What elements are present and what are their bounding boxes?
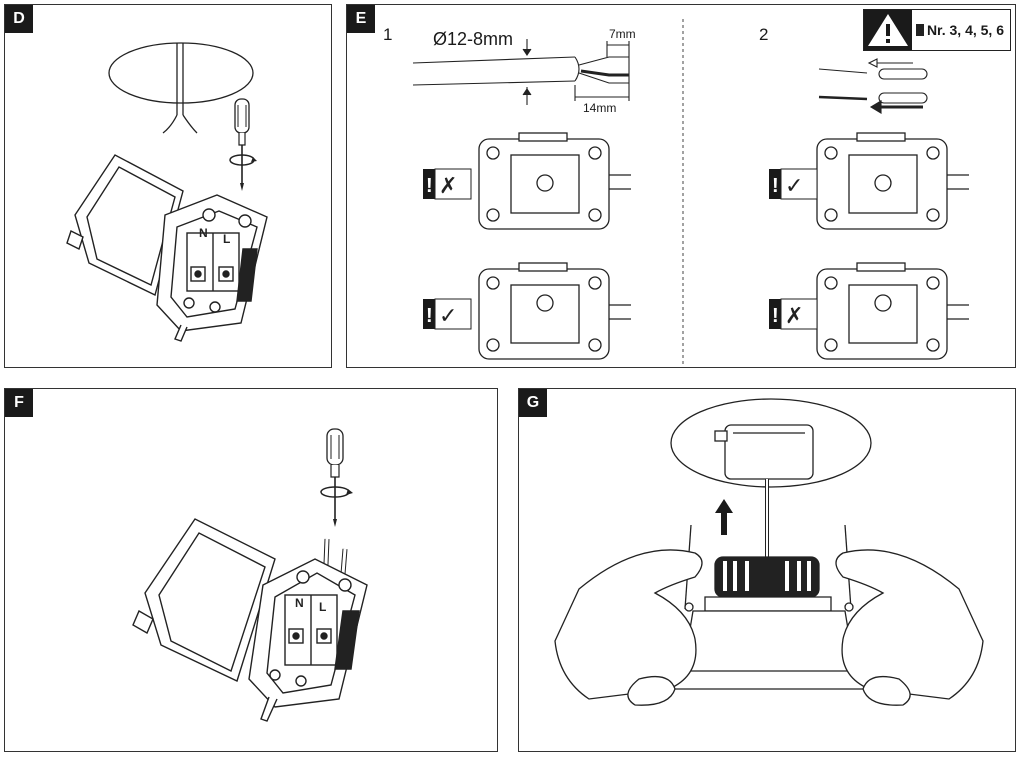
panel-e: E 1 2 Ø12-8mm 7mm 14mm Nr. 3, 4, 5, 6 xyxy=(346,4,1016,368)
strip-length-outer: 14mm xyxy=(583,101,617,115)
terminal-label-n: N xyxy=(295,596,304,610)
mark-wrong-1: ! ✗ xyxy=(423,168,472,200)
panel-d: D xyxy=(4,4,332,368)
panel-d-label: D xyxy=(5,5,33,33)
step-2-number: 2 xyxy=(759,25,769,44)
junction-box xyxy=(132,518,368,722)
panel-d-illustration: N L xyxy=(66,42,268,342)
warning-refs-text: Nr. 3, 4, 5, 6 xyxy=(926,22,1004,38)
led-driver xyxy=(714,424,814,480)
terminal-label-l: L xyxy=(223,232,230,246)
connector-right-2 xyxy=(816,132,969,230)
warning-reference: Nr. 3, 4, 5, 6 xyxy=(862,9,1011,51)
warning-triangle-icon xyxy=(863,10,912,50)
exclaim-2: ! xyxy=(426,305,433,327)
detail-ellipse xyxy=(108,42,254,104)
rotate-arrow-icon xyxy=(229,154,257,166)
cable-diameter-spec: Ø12-8mm xyxy=(433,29,514,49)
terminal-label-n: N xyxy=(199,226,208,240)
panel-e-label: E xyxy=(347,5,375,33)
panel-f-illustration: N L xyxy=(132,428,368,722)
cable xyxy=(176,43,184,115)
cable-wires xyxy=(162,114,198,134)
battery-icon xyxy=(915,24,924,36)
mark-right-2: ! ✓ xyxy=(769,168,818,200)
panel-f-label: F xyxy=(5,389,33,417)
connector-wrong-1 xyxy=(478,132,631,230)
panel-e-illustration: ! ✗ ! ✓ ! ✓ ! ✗ xyxy=(412,19,969,365)
exclaim-4: ! xyxy=(772,305,779,327)
panel-g-label: G xyxy=(519,389,547,417)
check-icon-2: ✓ xyxy=(785,173,803,198)
panel-g: G xyxy=(518,388,1016,752)
rotate-arrow-icon xyxy=(320,486,353,498)
cross-icon: ✗ xyxy=(439,173,457,198)
up-arrow-icon xyxy=(715,499,733,535)
cable-strip-diagram xyxy=(412,39,630,105)
mark-wrong-2: ! ✗ xyxy=(769,298,818,330)
connector-wrong-2 xyxy=(816,262,969,360)
exclaim-3: ! xyxy=(772,175,779,197)
screwdriver-icon xyxy=(234,98,250,191)
mark-right-1: ! ✓ xyxy=(423,298,472,330)
connector-right-1 xyxy=(478,262,631,360)
cross-icon-2: ✗ xyxy=(785,303,803,328)
ferrule-diagram xyxy=(818,58,928,114)
step-1-number: 1 xyxy=(383,25,393,44)
right-hand xyxy=(835,549,984,706)
check-icon: ✓ xyxy=(439,303,457,328)
panel-g-illustration xyxy=(554,398,984,706)
left-hand xyxy=(554,549,703,706)
panel-f: F xyxy=(4,388,498,752)
downlight xyxy=(669,524,865,690)
junction-box xyxy=(66,154,268,342)
terminal-label-l: L xyxy=(319,600,326,614)
exclaim-1: ! xyxy=(426,175,433,197)
ceiling-detail-ellipse xyxy=(670,398,872,488)
strip-length-inner: 7mm xyxy=(609,27,636,41)
screwdriver-icon xyxy=(326,428,344,527)
